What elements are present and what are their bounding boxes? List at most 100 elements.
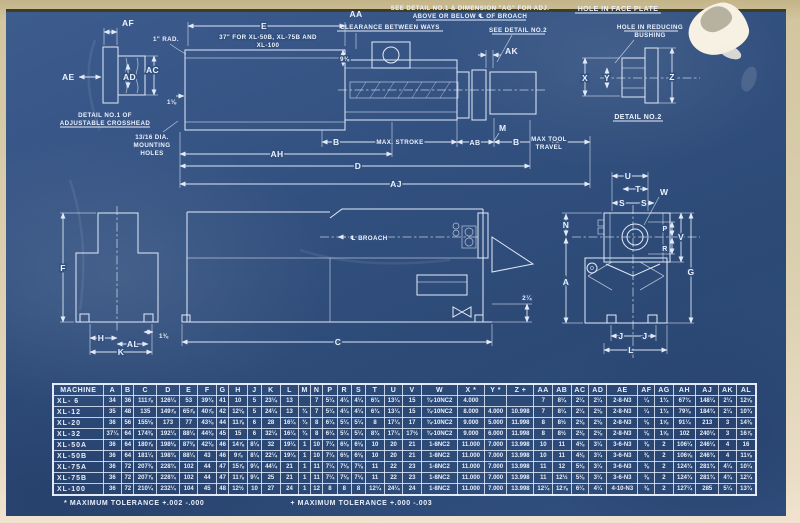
table-header-cell: AG: [654, 383, 674, 396]
table-header-cell: S: [350, 383, 367, 396]
table-cell: 4.000: [457, 395, 485, 407]
table-cell: 7.000: [483, 439, 508, 451]
dim-label-g: G: [687, 267, 694, 277]
table-header-cell: N: [310, 383, 324, 396]
dim-label-s2: S: [641, 198, 647, 208]
label-centerline-broach: ℄ BROACH: [350, 235, 388, 242]
table-header-cell: AE: [606, 383, 639, 396]
table-cell: 9⅞: [228, 450, 248, 462]
table-cell: 106¼: [672, 439, 697, 451]
dim-label-l: L: [628, 345, 634, 355]
table-cell: 6¼: [322, 417, 338, 429]
tolerance-note-plus: + MAXIMUM TOLERANCE +.000 -.003: [290, 500, 433, 507]
table-cell: 7: [310, 395, 324, 407]
table-cell: 41: [216, 395, 230, 407]
dim-label-2-14: 2¼: [522, 295, 532, 302]
dim-label-r: R: [662, 246, 667, 253]
table-header-cell: AJ: [695, 383, 720, 396]
table-cell: 180⅞: [133, 439, 158, 451]
table-cell: 4⅛: [570, 450, 590, 462]
table-header-cell: Z +: [506, 383, 535, 396]
note-radius: 1" RAD.: [153, 36, 179, 43]
table-cell: 4¼: [336, 406, 352, 418]
dim-label-j1: J: [618, 331, 623, 341]
table-cell: 12¼: [735, 472, 757, 484]
table-cell: 13: [279, 406, 300, 418]
table-header-cell: L: [279, 383, 300, 396]
table-header-cell: AF: [637, 383, 656, 396]
table-cell: 7¼: [322, 439, 338, 451]
note-e-line1: 37" FOR XL-50B, XL-75B AND: [219, 34, 317, 41]
table-cell: 8¼: [552, 406, 572, 418]
table-header-cell: AB: [552, 383, 572, 396]
table-cell: 36: [102, 417, 123, 429]
table-cell: 281¾: [695, 461, 720, 473]
table-cell: 5: [246, 395, 263, 407]
table-header-cell: B: [121, 383, 135, 396]
table-cell: XL- 6: [52, 395, 104, 407]
table-cell: 13.998: [506, 450, 535, 462]
table-cell: 36: [121, 395, 135, 407]
table-cell: 1-8NC2: [420, 483, 459, 496]
table-cell: 11: [365, 472, 385, 484]
dim-label-ab: AB: [470, 140, 481, 147]
front-view-drawing: F H AL K 1⅜: [59, 206, 168, 359]
table-header-cell: J: [246, 383, 263, 396]
table-cell: 2-8-N3: [606, 406, 639, 418]
table-cell: 4¼: [588, 483, 608, 496]
table-cell: 8: [310, 417, 324, 429]
table-cell: 3-6-N3: [606, 472, 639, 484]
table-cell: 72: [121, 483, 135, 496]
table-cell: 2¼: [570, 395, 590, 407]
table-header-cell: AD: [588, 383, 608, 396]
table-cell: 1-8NC2: [420, 450, 459, 462]
table-cell: 10: [310, 450, 324, 462]
table-cell: 8: [322, 483, 338, 496]
table-cell: 7.000: [483, 450, 508, 462]
table-header-cell: D: [156, 383, 180, 396]
table-cell: 64: [121, 428, 135, 440]
table-header-cell: AK: [718, 383, 737, 396]
table-cell: 5¼: [322, 406, 338, 418]
table-cell: 7: [533, 406, 554, 418]
table-cell: 2⅛: [588, 428, 608, 440]
label-travel: TRAVEL: [536, 144, 563, 151]
table-cell: 88¼: [178, 450, 199, 462]
table-cell: 1⅝: [654, 417, 674, 429]
table-cell: 7: [310, 406, 324, 418]
table-cell: 127¼: [672, 483, 697, 496]
table-cell: 12⅞: [552, 483, 572, 496]
table-cell: 4: [718, 439, 737, 451]
table-cell: 8: [533, 428, 554, 440]
table-header-cell: R: [336, 383, 352, 396]
table-cell: 43⅛: [197, 417, 218, 429]
table-cell: 285: [695, 483, 720, 496]
table-cell: 7⅛: [336, 461, 352, 473]
table-cell: 36: [102, 450, 123, 462]
table-cell: 2: [654, 439, 674, 451]
table-cell: 46: [216, 450, 230, 462]
table-cell: 11.000: [457, 472, 485, 484]
table-cell: XL-75B: [52, 472, 104, 484]
table-cell: 22¼: [261, 450, 281, 462]
table-cell: 7¼: [322, 461, 338, 473]
table-cell: 6: [246, 428, 263, 440]
table-cell: 6⅛: [350, 450, 367, 462]
table-cell: 65⅞: [178, 406, 199, 418]
table-cell: 8.000: [457, 406, 485, 418]
table-cell: 8½: [552, 428, 572, 440]
table-cell: XL-12: [52, 406, 104, 418]
table-cell: ¾: [298, 406, 312, 418]
table-cell: 24¼: [261, 406, 281, 418]
table-header-cell: M: [298, 383, 312, 396]
dim-label-ah: AH: [270, 149, 283, 159]
detail2-face-plate-drawing: HOLE IN FACE PLATE HOLE IN REDUCING BUSH…: [575, 6, 700, 122]
table-cell: 210¼: [133, 483, 158, 496]
table-cell: 7⅛: [350, 461, 367, 473]
table-cell: 25: [261, 472, 281, 484]
dim-label-h: H: [98, 333, 105, 343]
dim-label-af: AF: [122, 18, 134, 28]
